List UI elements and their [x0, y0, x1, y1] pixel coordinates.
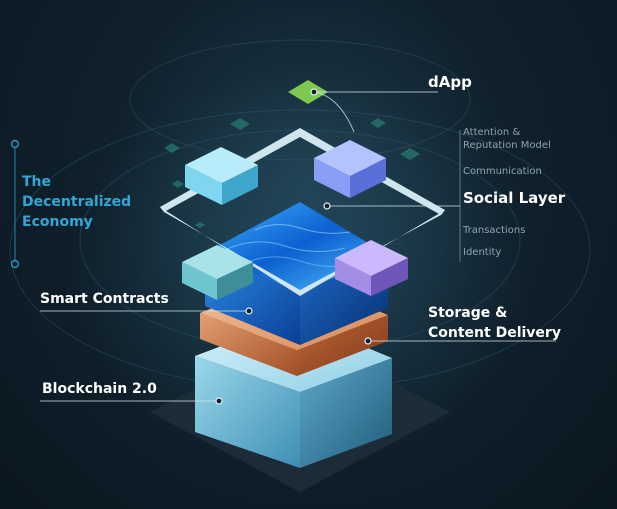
side-title: The Decentralized Economy	[22, 172, 131, 232]
label-storage-line2: Content Delivery	[428, 325, 561, 341]
sublabel-transactions: Transactions	[463, 225, 526, 236]
sublabel-attention: Attention & Reputation Model	[463, 126, 551, 152]
node-top-right	[314, 140, 386, 198]
side-title-line2: Decentralized	[22, 194, 132, 210]
label-storage: Storage & Content Delivery	[428, 303, 561, 343]
node-bottom-left	[182, 245, 253, 300]
sublabel-attention-line1: Attention &	[463, 127, 521, 138]
node-top-left	[185, 147, 258, 205]
sublabel-identity: Identity	[463, 247, 502, 258]
label-blockchain: Blockchain 2.0	[42, 381, 157, 397]
label-smart-contracts: Smart Contracts	[40, 291, 169, 307]
dapp-diamond	[288, 80, 328, 104]
sublabel-attention-line2: Reputation Model	[463, 140, 551, 151]
sublabel-communication: Communication	[463, 166, 542, 177]
node-bottom-right	[335, 240, 408, 296]
side-title-line3: Economy	[22, 214, 93, 230]
side-title-line1: The	[22, 174, 52, 190]
connector-dots	[10, 88, 372, 405]
floating-squares	[164, 118, 420, 228]
label-social-layer: Social Layer	[463, 189, 566, 207]
connector-lines	[14, 91, 556, 402]
label-dapp: dApp	[428, 73, 472, 91]
label-storage-line1: Storage &	[428, 305, 508, 321]
